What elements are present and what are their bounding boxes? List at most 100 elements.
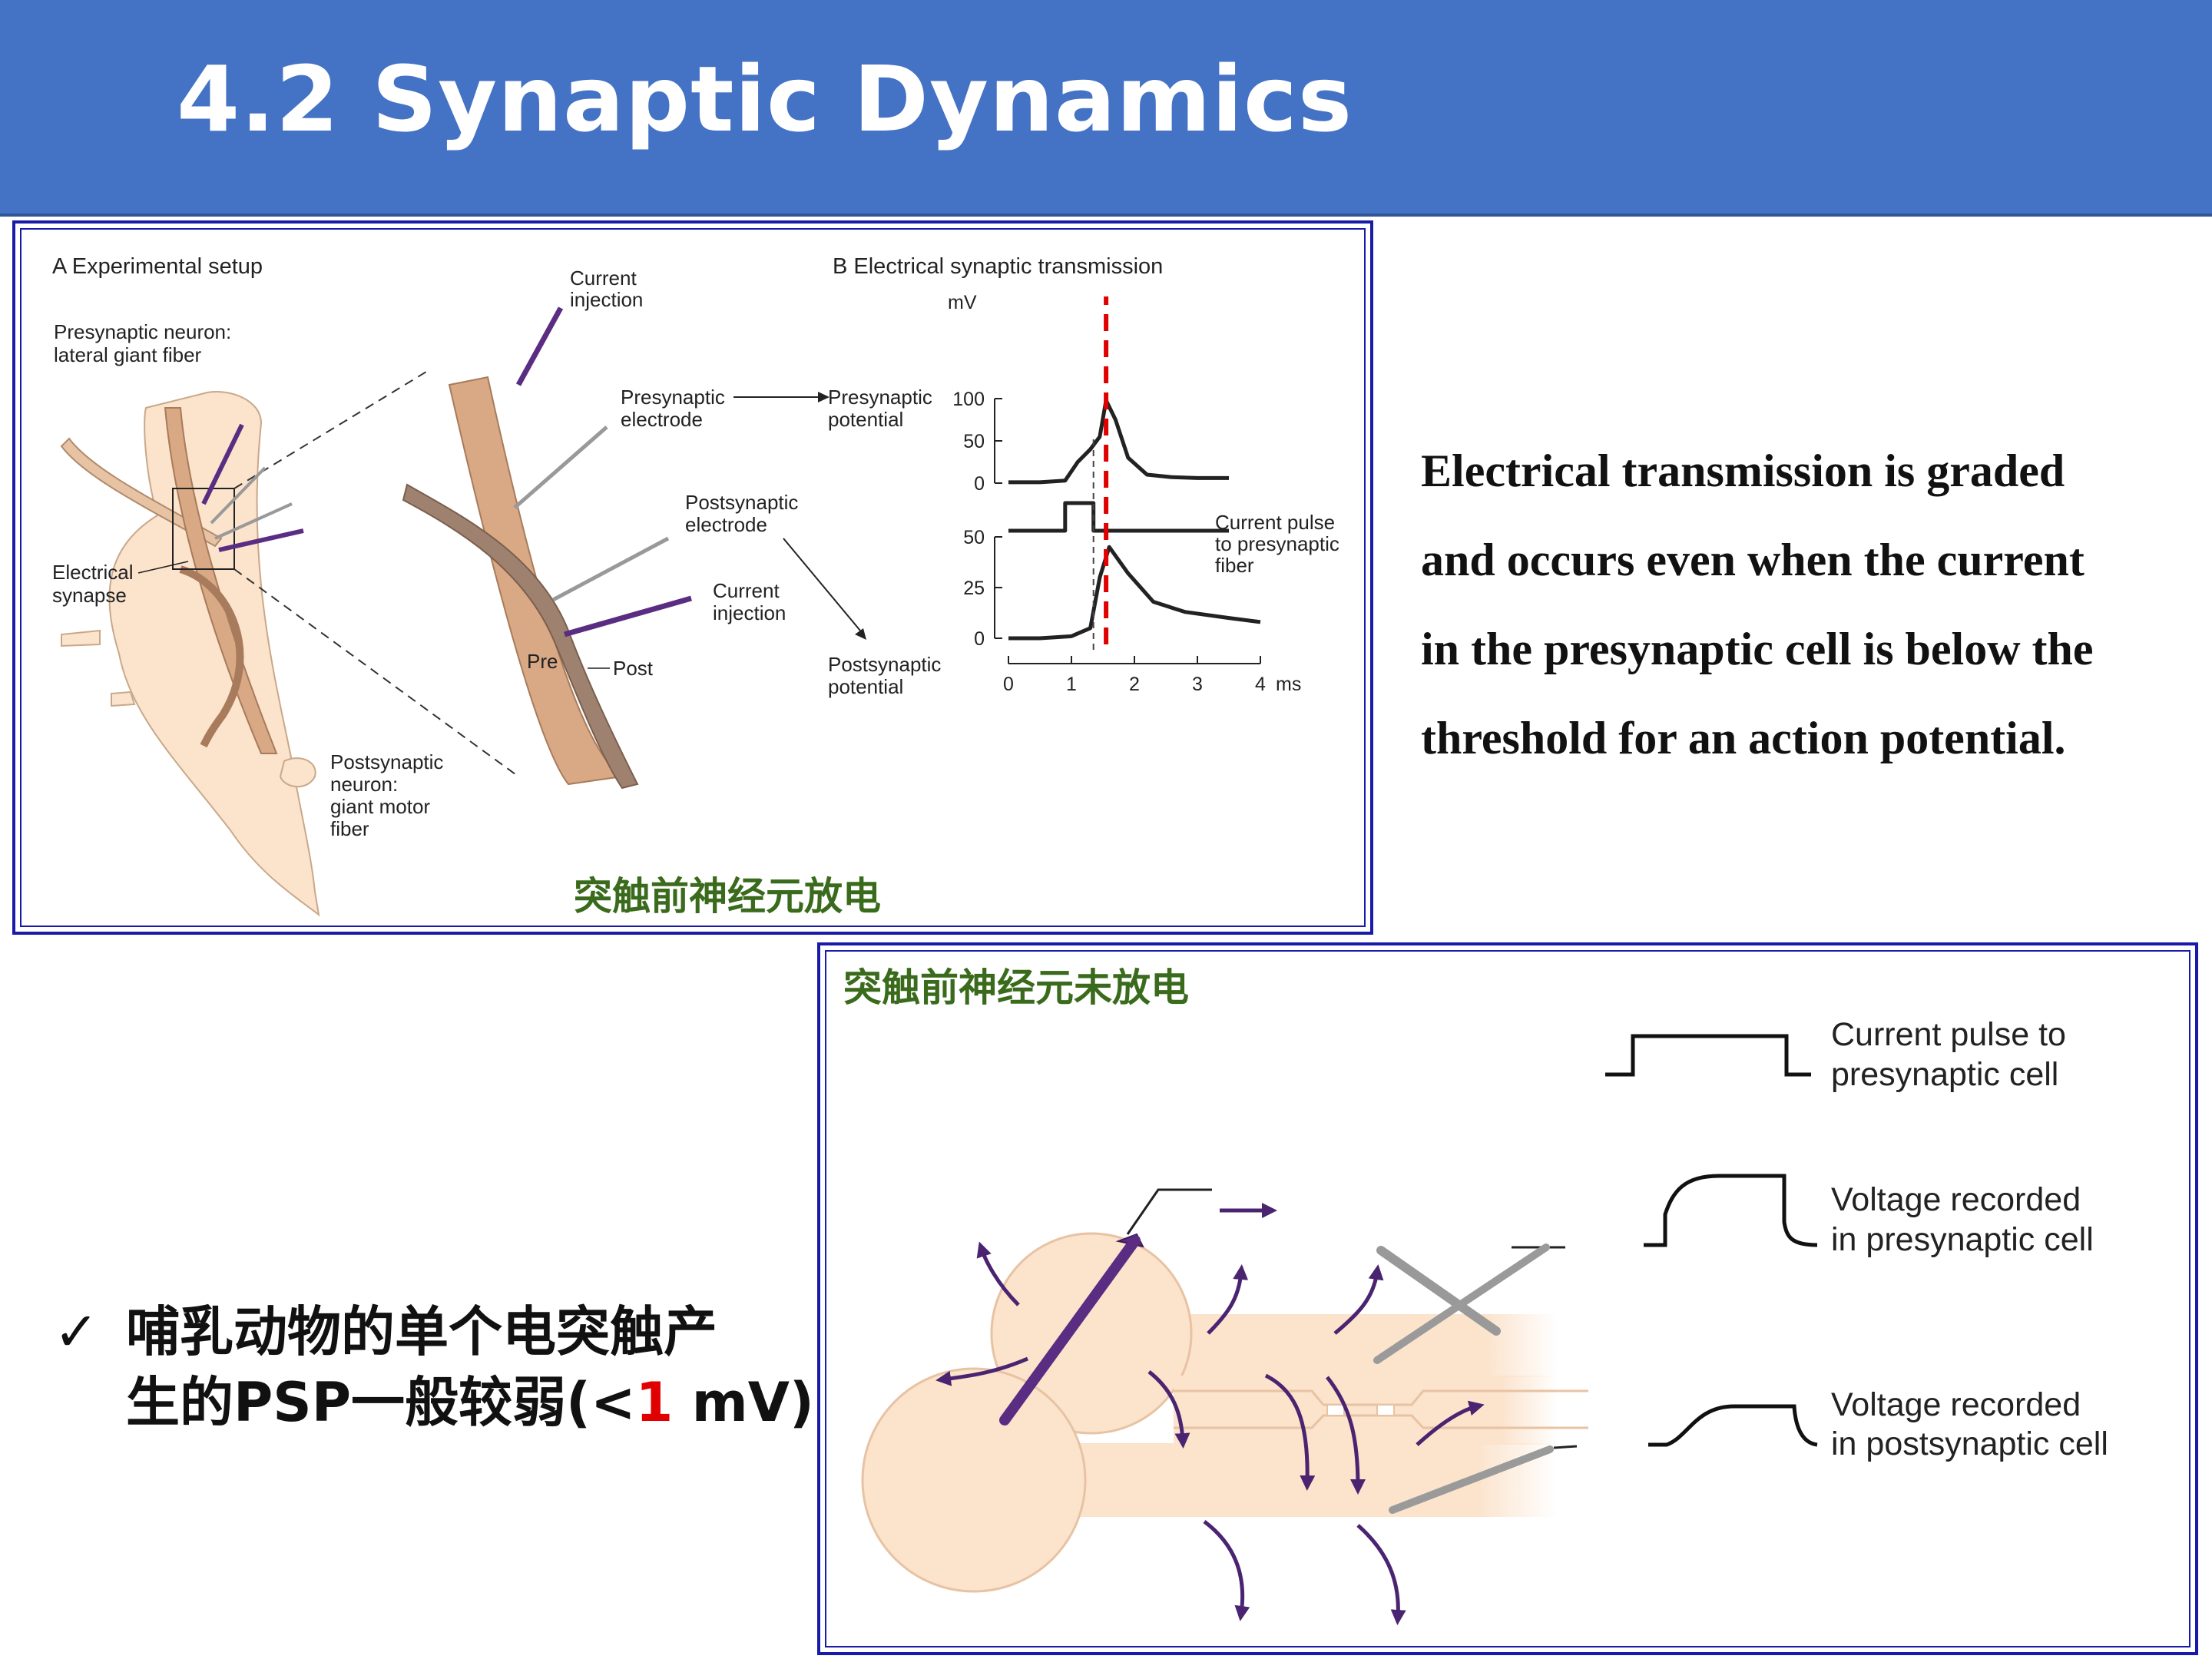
current-pulse-label-1: Current pulse	[1215, 511, 1335, 534]
x-tick-label: 4	[1255, 674, 1266, 695]
note-line-2: 生的PSP一般较弱(<1 mV)	[126, 1367, 814, 1438]
electrical-synapse-label-2: synapse	[52, 584, 127, 607]
current-injection-electrode-top	[515, 306, 564, 386]
pre-y-tick-label: 0	[974, 473, 985, 495]
postsyn-neuron-label-1: Postsynaptic	[330, 750, 443, 773]
two-cell-drawing	[861, 1232, 1588, 1593]
x-tick-label: 3	[1192, 674, 1203, 695]
postsynaptic-electrode-zoom	[551, 536, 670, 602]
current-injection-electrode-bottom	[564, 595, 692, 637]
description-line-4: threshold for an action potential.	[1421, 713, 2066, 763]
legend-1b: presynaptic cell	[1831, 1056, 2058, 1093]
note-line-2-b: mV)	[673, 1371, 814, 1434]
postsyn-arrow-head	[855, 628, 866, 640]
postsyn-neuron-label-3: giant motor	[330, 795, 430, 818]
figure-setup-svg: A Experimental setup Presynaptic neuron:…	[52, 254, 1339, 919]
postsyn-voltage-wire	[1553, 1445, 1578, 1449]
current-electrode-wire	[1126, 1188, 1212, 1235]
x-tick-label: 2	[1129, 674, 1140, 695]
note-line-1: 哺乳动物的单个电突触产	[126, 1300, 717, 1363]
post-y-tick-label: 25	[963, 578, 985, 599]
gap-region	[1174, 1376, 1558, 1445]
x-unit-label: ms	[1276, 674, 1301, 695]
arrow-down-3	[1326, 1376, 1366, 1495]
postsyn-neuron-label-4: fiber	[330, 817, 369, 840]
postsynaptic-fiber-zoom	[402, 483, 639, 790]
presyn-neuron-label-2: lateral giant fiber	[54, 343, 202, 366]
presyn-voltage-trace	[1644, 1174, 1818, 1247]
presyn-neuron-label-1: Presynaptic neuron:	[54, 320, 231, 343]
arrow-out-1	[976, 1241, 1020, 1306]
postsyn-electrode-label-2: electrode	[685, 513, 767, 536]
presyn-potential-label-1: Presynaptic	[828, 386, 932, 409]
legend-3b: in postsynaptic cell	[1831, 1426, 2108, 1462]
lateral-giant-fiber-branch	[60, 437, 223, 548]
x-tick-label: 1	[1066, 674, 1077, 695]
figure-subthreshold-inner-border	[825, 950, 2190, 1647]
note-line-2-a: 生的PSP一般较弱(<	[126, 1371, 636, 1434]
membrane-upper	[1174, 1389, 1588, 1406]
postsyn-arrow-line	[783, 538, 861, 631]
current-injection-top-label-2: injection	[570, 288, 643, 311]
current-injection-bottom-label-2: injection	[713, 601, 786, 624]
arrow-out-3	[1207, 1264, 1249, 1335]
zoomed-synapse-drawing	[402, 306, 692, 790]
figure-setup-frame: A Experimental setup Presynaptic neuron:…	[12, 220, 1373, 935]
x-tick-label: 0	[1003, 674, 1014, 695]
pre-y-tick-label: 100	[952, 389, 985, 410]
arrow-out-4	[1333, 1264, 1384, 1335]
gap-junction-channel-1	[1326, 1404, 1345, 1416]
post-y-tick-label: 0	[974, 628, 985, 650]
description-line-2: and occurs even when the current	[1421, 535, 2085, 585]
y-unit-label: mV	[948, 292, 977, 313]
current-injection-bottom-label-1: Current	[713, 579, 780, 602]
zoom-line-top	[233, 369, 431, 489]
current-pulse-label-3: fiber	[1215, 554, 1254, 577]
legend-2b: in presynaptic cell	[1831, 1221, 2094, 1258]
postsyn-potential-label-1: Postsynaptic	[828, 653, 941, 676]
presynaptic-electrode-zoom	[513, 426, 608, 509]
arrow-out-7	[1356, 1524, 1406, 1625]
figure-setup-inner-border	[20, 228, 1366, 927]
presyn-arrow-head	[818, 392, 830, 402]
postsynaptic-trace	[1008, 545, 1261, 641]
presyn-electrode-label-1: Presynaptic	[621, 386, 725, 409]
membrane-lower	[1174, 1414, 1588, 1429]
title-bar: 4.2 Synaptic Dynamics	[0, 0, 2212, 217]
legend-3a: Voltage recorded	[1831, 1386, 2081, 1423]
arrow-out-5	[1416, 1400, 1485, 1446]
note-line-2-red: 1	[635, 1371, 674, 1434]
nerve-root-2	[111, 690, 136, 707]
giant-motor-fiber	[179, 565, 244, 748]
postsyn-voltage-trace	[1648, 1404, 1818, 1447]
presyn-voltage-electrode	[1376, 1246, 1501, 1336]
pre-y-tick-label: 50	[963, 431, 985, 452]
current-pulse-trace	[1605, 1034, 1811, 1077]
postsynaptic-soma	[861, 1367, 1087, 1593]
gap-junction-channel-2	[1376, 1404, 1395, 1416]
arrow-out-6	[1203, 1520, 1250, 1621]
electrode-1	[201, 423, 244, 505]
nerve-root-1	[61, 629, 101, 647]
electrode-4	[218, 528, 304, 552]
current-pulse-label-2: to presynaptic	[1215, 532, 1339, 555]
postsyn-neuron-label-2: neuron:	[330, 773, 398, 796]
panel-a-title: A Experimental setup	[52, 254, 263, 279]
presyn-potential-label-2: potential	[828, 408, 903, 431]
figure-subthreshold-svg: 突触前神经元未放电	[843, 965, 2108, 1625]
presynaptic-trace	[1008, 398, 1229, 485]
post-label: Post	[613, 657, 654, 680]
electrical-synapse-pointer	[137, 561, 189, 574]
electrode-3	[214, 502, 293, 540]
current-pulse-trace-b	[1008, 501, 1229, 533]
description-block: Electrical transmission is graded and oc…	[1421, 426, 2189, 783]
current-electrode-shaft	[999, 1235, 1141, 1426]
postsyn-voltage-electrode-shaft	[1389, 1445, 1554, 1514]
panel-b-title: B Electrical synaptic transmission	[833, 254, 1163, 279]
presynaptic-soma	[990, 1232, 1193, 1435]
electrode-2	[210, 466, 267, 525]
arrow-out-2	[935, 1356, 1028, 1386]
check-icon: ✓	[54, 1300, 99, 1363]
description-line-3: in the presynaptic cell is below the	[1421, 624, 2094, 674]
